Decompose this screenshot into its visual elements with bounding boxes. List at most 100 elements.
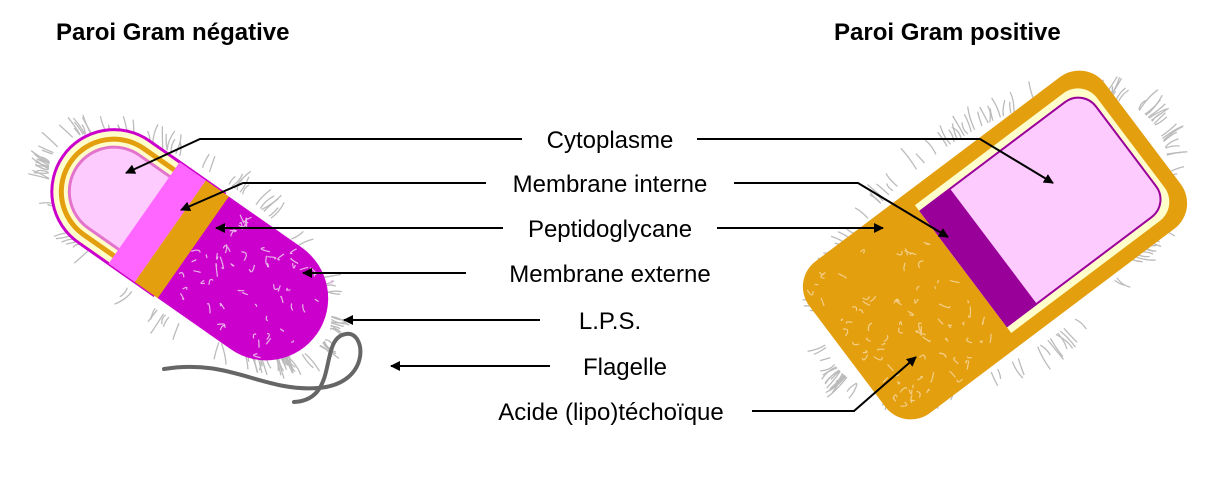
- texture-squiggle: [916, 285, 920, 291]
- texture-squiggle: [937, 318, 944, 325]
- texture-squiggle: [252, 333, 257, 339]
- texture-squiggle: [938, 303, 951, 309]
- texture-squiggle: [820, 297, 825, 306]
- hair-strand: [213, 342, 220, 360]
- hair-strand: [35, 165, 50, 169]
- texture-squiggle: [814, 283, 819, 286]
- texture-squiggle: [883, 335, 889, 343]
- texture-squiggle: [966, 356, 972, 359]
- texture-squiggle: [179, 293, 185, 300]
- hair-strand: [1074, 318, 1087, 330]
- texture-squiggle: [898, 327, 903, 334]
- texture-squiggle: [806, 289, 814, 296]
- hair-strand: [81, 116, 92, 135]
- hair-strand: [28, 173, 50, 180]
- hair-strand: [1116, 277, 1131, 288]
- texture-squiggle: [290, 257, 299, 265]
- texture-squiggle: [897, 381, 901, 385]
- texture-squiggle: [860, 249, 865, 254]
- hair-strand: [263, 198, 279, 212]
- hair-strand: [1002, 99, 1006, 117]
- hair-strand: [1057, 332, 1068, 350]
- leader-cytoplasme-right: [697, 138, 1054, 184]
- hair-strand: [147, 309, 158, 323]
- hair-strand: [322, 342, 337, 355]
- label-membrane-interne: Membrane interne: [513, 171, 708, 198]
- gram-positive-bacterium: [802, 70, 1188, 420]
- hair-strand: [1049, 337, 1064, 358]
- title-gram-negative: Paroi Gram négative: [56, 19, 289, 46]
- texture-squiggle: [916, 390, 921, 398]
- hair-strand: [239, 176, 250, 193]
- hair-strand: [1063, 327, 1078, 343]
- hair-strand: [170, 138, 176, 152]
- hair-strand: [284, 356, 296, 373]
- hair-strand: [73, 121, 84, 135]
- hair-strand: [259, 195, 275, 209]
- texture-squiggle: [926, 388, 930, 394]
- texture-squiggle: [869, 295, 877, 303]
- hair-strand: [990, 371, 999, 386]
- texture-squiggle: [265, 315, 269, 322]
- hair-strand: [1151, 112, 1163, 122]
- hair-strand: [73, 250, 89, 264]
- hair-strand: [967, 106, 976, 131]
- label-peptidoglycane: Peptidoglycane: [528, 216, 692, 243]
- hair-strand: [41, 131, 59, 148]
- texture-squiggle: [215, 263, 219, 277]
- texture-squiggle: [258, 339, 260, 348]
- texture-squiggle: [285, 287, 291, 291]
- hair-strand: [319, 345, 340, 359]
- peptidoglycan-band-negative: [134, 180, 229, 299]
- texture-squiggle: [219, 325, 226, 331]
- hair-strand: [1147, 103, 1166, 118]
- texture-squiggle: [904, 249, 914, 255]
- hair-strand: [915, 153, 925, 164]
- texture-squiggle: [230, 263, 235, 267]
- hair-strand: [301, 353, 314, 369]
- hair-strand: [948, 129, 955, 143]
- hair-strand: [961, 122, 969, 135]
- hair-strand: [1164, 138, 1179, 148]
- hair-strand: [32, 169, 50, 180]
- texture-squiggle: [887, 364, 894, 372]
- hair-strand: [1138, 89, 1159, 111]
- hair-strand: [1009, 91, 1015, 112]
- texture-squiggle: [861, 354, 869, 361]
- label-cytoplasme: Cytoplasme: [547, 127, 674, 154]
- title-gram-positive: Paroi Gram positive: [834, 19, 1061, 46]
- leader-membrane-interne-left: [180, 182, 486, 211]
- hair-strand: [869, 192, 882, 204]
- texture-squiggle: [237, 289, 245, 292]
- texture-squiggle: [219, 256, 224, 270]
- texture-squiggle: [224, 243, 228, 254]
- hair-strand: [828, 375, 846, 391]
- texture-squiggle: [898, 320, 903, 326]
- texture-squiggle: [948, 371, 956, 378]
- texture-squiggle: [279, 295, 284, 304]
- texture-squiggle: [908, 389, 913, 395]
- texture-squiggle: [819, 271, 824, 276]
- texture-squiggle: [956, 378, 964, 383]
- label-acide-lipoteichoique: Acide (lipo)téchoïque: [498, 399, 723, 426]
- texture-squiggle: [302, 304, 306, 313]
- texture-squiggle: [896, 250, 903, 256]
- texture-squiggle: [193, 270, 202, 273]
- texture-squiggle: [260, 247, 271, 253]
- texture-squiggle: [918, 354, 926, 360]
- annotation-layer: Cytoplasme Membrane interne Peptidoglyca…: [125, 127, 1054, 426]
- texture-squiggle: [953, 356, 959, 365]
- texture-squiggle: [217, 323, 226, 327]
- texture-squiggle: [842, 328, 849, 337]
- hair-strand: [286, 355, 302, 376]
- hair-strand: [1161, 123, 1177, 137]
- texture-squiggle: [930, 372, 935, 383]
- hair-strand: [1114, 279, 1125, 286]
- texture-squiggle: [200, 279, 206, 285]
- hair-strand: [1118, 89, 1129, 102]
- texture-squiggle: [289, 248, 297, 255]
- hair-strand: [150, 307, 156, 320]
- hair-strand: [282, 356, 293, 374]
- texture-squiggle: [865, 337, 871, 342]
- hair-strand: [1166, 151, 1188, 156]
